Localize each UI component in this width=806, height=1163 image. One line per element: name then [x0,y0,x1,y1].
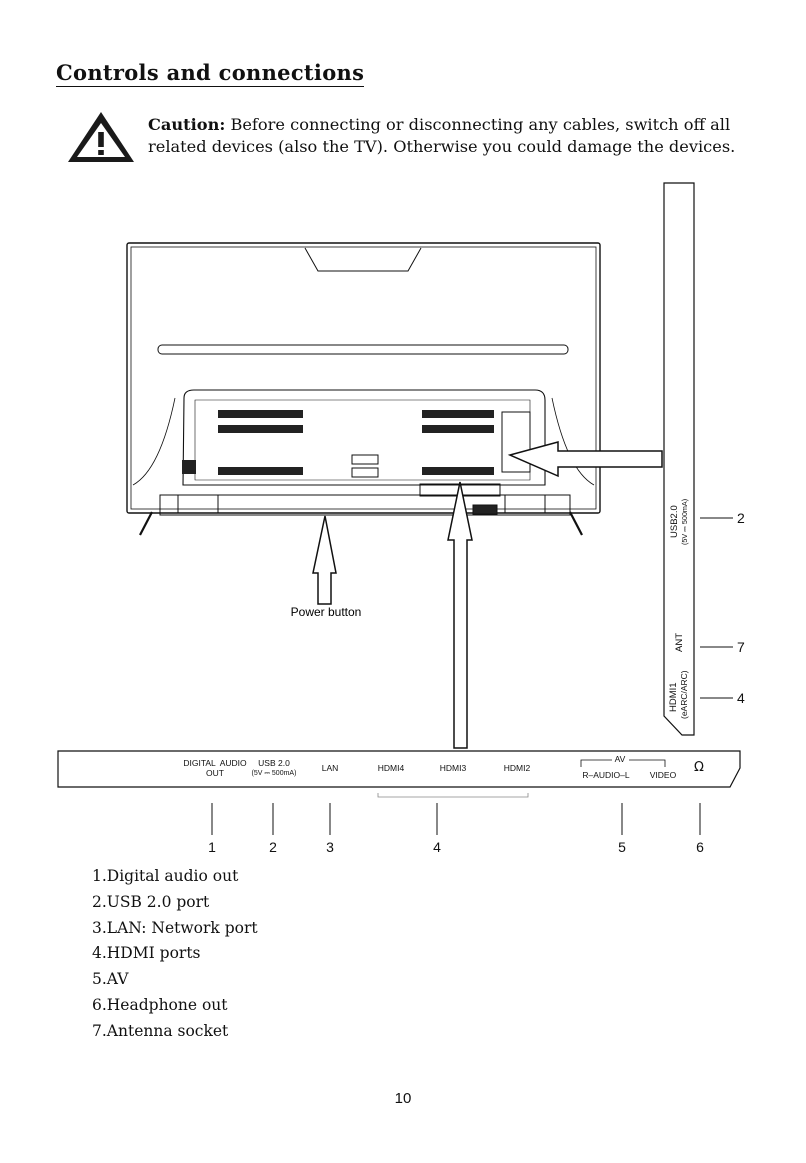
headphone-icon: Ω [694,760,704,775]
caution-label: Caution: [148,115,226,134]
hdmi2-label: HDMI2 [504,763,531,773]
list-item: 7.Antenna socket [92,1021,229,1040]
bottom-callout-6: 6 [696,839,704,855]
bottom-panel-arrow [447,481,473,749]
bottom-callout-2: 2 [269,839,277,855]
caution-note: Caution: Before connecting or disconnect… [148,114,768,158]
page-number: 10 [394,1090,412,1107]
warning-triangle-icon [68,112,134,162]
list-item: 1.Digital audio out [92,867,239,885]
bottom-callout-5: 5 [618,839,626,855]
side-callout-2: 2 [737,510,745,526]
power-button-arrow [312,515,337,605]
side-ant-label: ANT [674,633,685,652]
bottom-connector-panel [57,750,741,788]
list-item: 6.Headphone out [92,995,228,1014]
side-usb-spec: (5V ⎓ 500mA) [680,499,689,545]
side-connector-panel [663,182,695,736]
bottom-callout-3: 3 [326,839,334,855]
lan-label: LAN [322,763,339,773]
side-hdmi1-label: HDMI1 [668,682,679,712]
bottom-callout-1: 1 [208,839,216,855]
audio-label: R–AUDIO–L [582,770,630,780]
digital-audio-label: DIGITAL AUDIO [183,758,247,768]
list-item: 4.HDMI ports [92,944,201,963]
video-label: VIDEO [650,770,677,780]
av-label: AV [615,754,626,764]
digital-audio-sub: OUT [206,768,224,778]
tv-back-outline [126,242,601,514]
side-callout-4: 4 [737,690,745,706]
bottom-callout-4: 4 [433,839,441,855]
power-button-label: Power button [291,605,362,619]
tv-connections-diagram: Power button USB2.0 (5V ⎓ 500mA) ANT HDM… [57,182,745,855]
page-title: Controls and connections [56,60,365,87]
side-callout-7: 7 [737,639,745,655]
usb-spec: (5V ⎓ 500mA) [252,770,297,777]
list-item: 5.AV [92,970,129,989]
usb-label: USB 2.0 [258,758,290,768]
side-panel-arrow [507,441,663,478]
list-item: 3.LAN: Network port [92,918,258,937]
side-hdmi1-spec: (eARC/ARC) [679,670,689,719]
side-usb-label: USB2.0 [669,505,680,538]
caution-text: Before connecting or disconnecting any c… [148,115,736,156]
list-item: 2.USB 2.0 port [92,892,210,911]
hdmi4-label: HDMI4 [378,763,405,773]
hdmi3-label: HDMI3 [440,763,467,773]
connection-legend: 1.Digital audio out 2.USB 2.0 port 3.LAN… [92,864,258,1045]
